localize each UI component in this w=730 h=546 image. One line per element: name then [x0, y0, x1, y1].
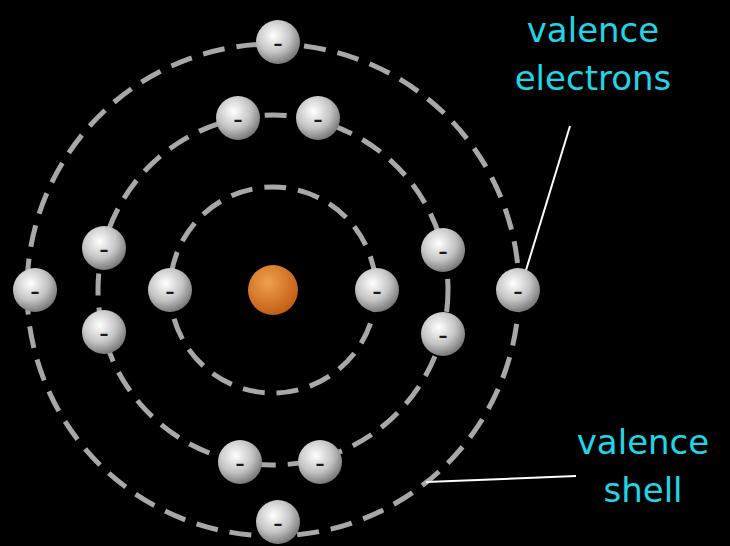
electron: –	[420, 227, 466, 273]
electron: –	[81, 225, 127, 271]
charge-sign: –	[295, 95, 341, 141]
electron: –	[255, 19, 301, 65]
charge-sign: –	[420, 311, 466, 357]
charge-sign: –	[495, 267, 541, 313]
charge-sign: –	[354, 267, 400, 313]
electron: –	[81, 309, 127, 355]
charge-sign: –	[420, 227, 466, 273]
electron: –	[354, 267, 400, 313]
inner-shell	[170, 187, 376, 393]
electron: –	[255, 499, 301, 545]
electron: –	[297, 439, 343, 485]
charge-sign: –	[147, 267, 193, 313]
charge-sign: –	[215, 95, 261, 141]
electron: –	[217, 439, 263, 485]
charge-sign: –	[297, 439, 343, 485]
leader-line	[523, 126, 570, 280]
middle-shell	[98, 115, 448, 465]
callout-label: valence electrons	[478, 6, 708, 102]
nucleus	[248, 265, 298, 315]
electron: –	[12, 267, 58, 313]
callout-label: valence shell	[563, 418, 723, 514]
charge-sign: –	[81, 225, 127, 271]
leader-line	[426, 476, 576, 482]
electron: –	[215, 95, 261, 141]
charge-sign: –	[81, 309, 127, 355]
charge-sign: –	[255, 499, 301, 545]
valence-shell	[27, 44, 519, 536]
electron: –	[295, 95, 341, 141]
charge-sign: –	[217, 439, 263, 485]
electron: –	[147, 267, 193, 313]
charge-sign: –	[12, 267, 58, 313]
electron: –	[495, 267, 541, 313]
electron: –	[420, 311, 466, 357]
charge-sign: –	[255, 19, 301, 65]
